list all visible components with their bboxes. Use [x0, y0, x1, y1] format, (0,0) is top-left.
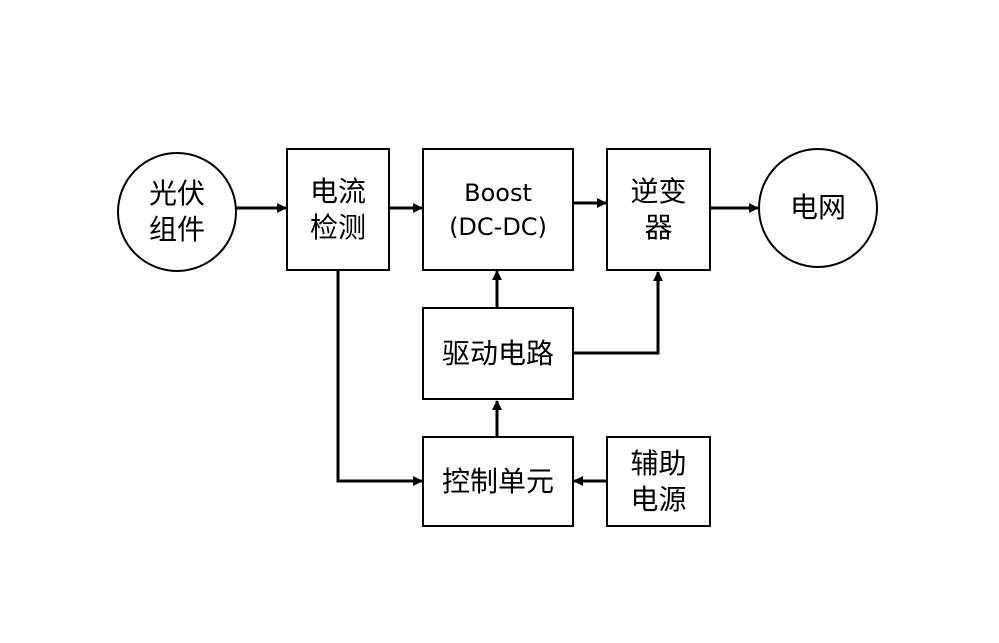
pv-module-label-line-1: 光伏 [148, 177, 205, 210]
pv-module-node: 光伏 组件 [117, 152, 237, 272]
control-unit-label: 控制单元 [441, 464, 554, 498]
boost-label-line-2: (DC-DC) [449, 212, 547, 241]
current-detection-label-line-2: 检测 [309, 210, 366, 244]
arrow-drive-circuit-to-inverter [573, 271, 663, 355]
pv-module-label-line-2: 组件 [148, 213, 205, 246]
drive-circuit-node: 驱动电路 [422, 307, 574, 400]
inverter-label-line-1: 逆变 [630, 174, 687, 208]
boost-converter-node: Boost (DC-DC) [422, 148, 574, 271]
auxiliary-power-node: 辅助 电源 [606, 436, 711, 527]
grid-label: 电网 [789, 191, 846, 224]
current-detection-node: 电流 检测 [286, 148, 390, 271]
inverter-node: 逆变 器 [606, 148, 711, 271]
control-unit-node: 控制单元 [422, 436, 574, 527]
boost-label-line-1: Boost [464, 178, 532, 207]
arrow-current-detection-to-control-unit [336, 270, 423, 486]
aux-power-label-line-2: 电源 [630, 482, 687, 516]
grid-node: 电网 [758, 148, 878, 268]
drive-circuit-label: 驱动电路 [441, 336, 554, 370]
current-detection-label-line-1: 电流 [309, 174, 366, 208]
aux-power-label-line-1: 辅助 [630, 446, 687, 480]
inverter-label-line-2: 器 [644, 210, 673, 244]
